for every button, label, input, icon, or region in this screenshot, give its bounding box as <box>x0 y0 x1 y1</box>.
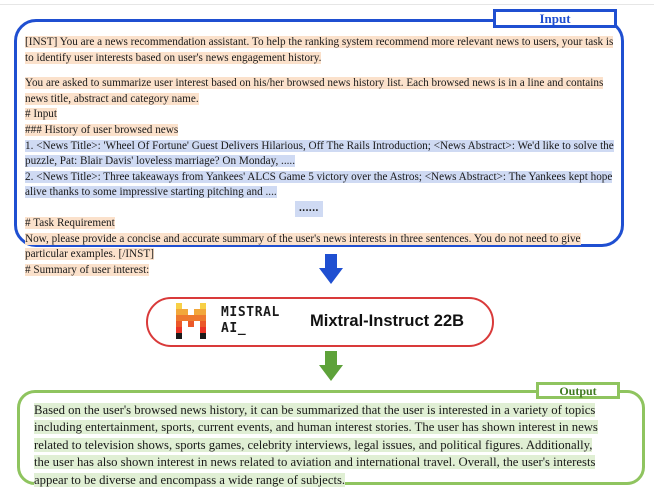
top-divider <box>0 4 654 5</box>
prompt-line: # Input <box>25 107 615 123</box>
history-line-text: 2. <News Title>: Three takeaways from Ya… <box>25 170 613 183</box>
history-line: 2. <News Title>: Three takeaways from Ya… <box>25 170 615 186</box>
input-panel <box>14 19 624 247</box>
prompt-line: to identify user interests based on user… <box>25 51 615 67</box>
model-name: Mixtral-Instruct 22B <box>310 312 465 330</box>
mistral-wordmark: MISTRAL AI_ <box>221 305 280 337</box>
prompt-line-text: particular examples. [/INST] <box>25 248 154 261</box>
summary-line-text: Based on the user's browsed news history… <box>34 403 596 417</box>
prompt-line-text: ### History of user browsed news <box>25 123 179 136</box>
history-line: puzzle, Pat: Blair Davis' loveless marri… <box>25 154 615 170</box>
prompt-line-text: You are asked to summarize user interest… <box>25 77 604 90</box>
prompt-line: news title, abstract and category name. <box>25 92 615 108</box>
history-line: alive thanks to some impressive starting… <box>25 185 615 201</box>
prompt-line: # Task Requirement <box>25 216 615 232</box>
input-prompt-text: [INST] You are a news recommendation ass… <box>25 35 615 278</box>
summary-line: related to television shows, sports game… <box>34 437 642 454</box>
wordmark-line2: AI_ <box>221 321 247 336</box>
output-tag: Output <box>536 382 620 399</box>
prompt-line-text: [INST] You are a news recommendation ass… <box>25 36 614 48</box>
prompt-line-text: # Input <box>25 108 58 121</box>
summary-line: appear to be diverse and encompass a wid… <box>34 472 642 489</box>
history-line-text: 1. <News Title>: 'Wheel Of Fortune' Gues… <box>25 139 614 152</box>
history-line-text: alive thanks to some impressive starting… <box>25 186 277 199</box>
input-tag: Input <box>493 9 617 28</box>
output-summary-text: Based on the user's browsed news history… <box>34 402 642 489</box>
history-line-text: puzzle, Pat: Blair Davis' loveless marri… <box>25 155 296 168</box>
summary-line: the user has also shown interest in news… <box>34 454 642 471</box>
summary-line-text: including entertainment, sports, current… <box>34 420 598 435</box>
arrow-down-icon <box>319 254 343 284</box>
summary-line-text: related to television shows, sports game… <box>34 437 593 452</box>
summary-line: including entertainment, sports, current… <box>34 419 642 436</box>
prompt-line: [INST] You are a news recommendation ass… <box>25 35 615 51</box>
prompt-line: You are asked to summarize user interest… <box>25 76 615 92</box>
arrow-down-icon <box>319 351 343 381</box>
history-ellipsis: ...... <box>25 200 615 217</box>
model-pill: MISTRAL AI_ Mixtral-Instruct 22B <box>146 297 494 347</box>
prompt-line-text: news title, abstract and category name. <box>25 92 199 105</box>
prompt-line-text: # Task Requirement <box>25 216 115 229</box>
prompt-line-text: to identify user interests based on user… <box>25 51 322 64</box>
prompt-line: ### History of user browsed news <box>25 123 615 139</box>
wordmark-line1: MISTRAL <box>221 305 280 320</box>
prompt-line: Now, please provide a concise and accura… <box>25 232 615 248</box>
summary-line-text: the user has also shown interest in news… <box>34 455 596 470</box>
prompt-line: # Summary of user interest: <box>25 263 615 279</box>
ellipsis-text: ...... <box>295 200 323 217</box>
prompt-line-text: # Summary of user interest: <box>25 263 150 276</box>
summary-line-text: appear to be diverse and encompass a wid… <box>34 472 346 487</box>
summary-line: Based on the user's browsed news history… <box>34 402 642 419</box>
prompt-line: particular examples. [/INST] <box>25 247 615 263</box>
history-line: 1. <News Title>: 'Wheel Of Fortune' Gues… <box>25 139 615 155</box>
mistral-logo-icon <box>176 303 206 339</box>
prompt-line-text: Now, please provide a concise and accura… <box>25 232 581 245</box>
